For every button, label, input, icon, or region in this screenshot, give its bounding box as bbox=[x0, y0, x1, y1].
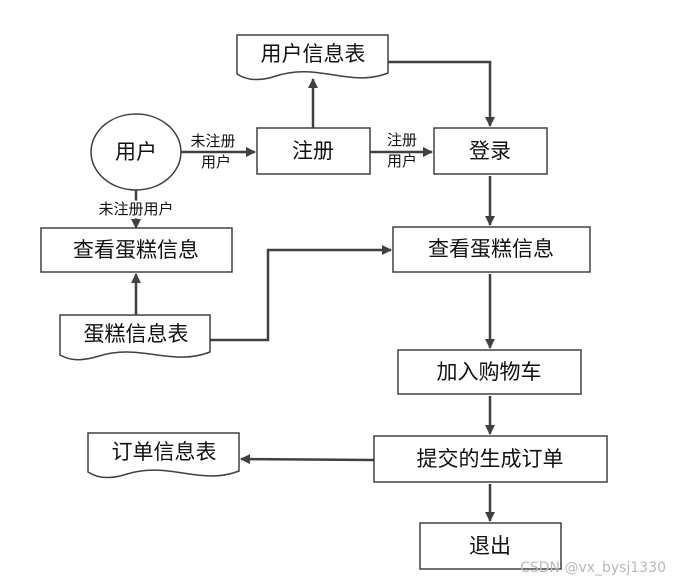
edge-label-register-login-line1: 注册 bbox=[387, 131, 417, 149]
cake-info-table-node: 蛋糕信息表 bbox=[59, 314, 211, 361]
user-ellipse-node: 用户 bbox=[90, 113, 182, 191]
edge-label-user-register-line1: 未注册 bbox=[190, 132, 235, 150]
edge-label-user-view-left: 未注册用户 bbox=[98, 200, 173, 218]
edge-label-register-login-line2: 用户 bbox=[387, 152, 417, 170]
connectors bbox=[131, 60, 495, 522]
order-info-table-label: 订单信息表 bbox=[112, 440, 217, 464]
cake-info-table-label: 蛋糕信息表 bbox=[84, 322, 189, 346]
user-info-table-label: 用户信息表 bbox=[261, 42, 366, 66]
submit-order-node: 提交的生成订单 bbox=[373, 435, 608, 483]
view-cake-right-label: 查看蛋糕信息 bbox=[428, 237, 554, 261]
user-label: 用户 bbox=[115, 140, 157, 164]
view-cake-left-node: 查看蛋糕信息 bbox=[40, 227, 233, 273]
edge-label-user-register-line2: 用户 bbox=[201, 153, 231, 171]
login-label: 登录 bbox=[469, 139, 511, 163]
view-cake-left-label: 查看蛋糕信息 bbox=[73, 238, 199, 262]
order-info-table-node: 订单信息表 bbox=[87, 432, 240, 479]
add-to-cart-label: 加入购物车 bbox=[437, 360, 542, 384]
watermark-text: CSDN @vx_bysj1330 bbox=[520, 560, 666, 576]
exit-label: 退出 bbox=[469, 534, 511, 558]
exit-node: 退出 bbox=[419, 522, 562, 570]
submit-order-label: 提交的生成订单 bbox=[417, 447, 564, 471]
user-info-table-node: 用户信息表 bbox=[236, 34, 389, 81]
arrow-cake-table-to-view-right bbox=[210, 245, 392, 342]
view-cake-right-node: 查看蛋糕信息 bbox=[392, 226, 591, 273]
arrow-submit-to-order-table bbox=[240, 454, 375, 465]
login-node: 登录 bbox=[433, 127, 548, 175]
register-node: 注册 bbox=[256, 127, 371, 175]
arrow-user-table-to-login bbox=[388, 60, 495, 127]
register-label: 注册 bbox=[292, 139, 334, 163]
add-to-cart-node: 加入购物车 bbox=[397, 349, 582, 395]
